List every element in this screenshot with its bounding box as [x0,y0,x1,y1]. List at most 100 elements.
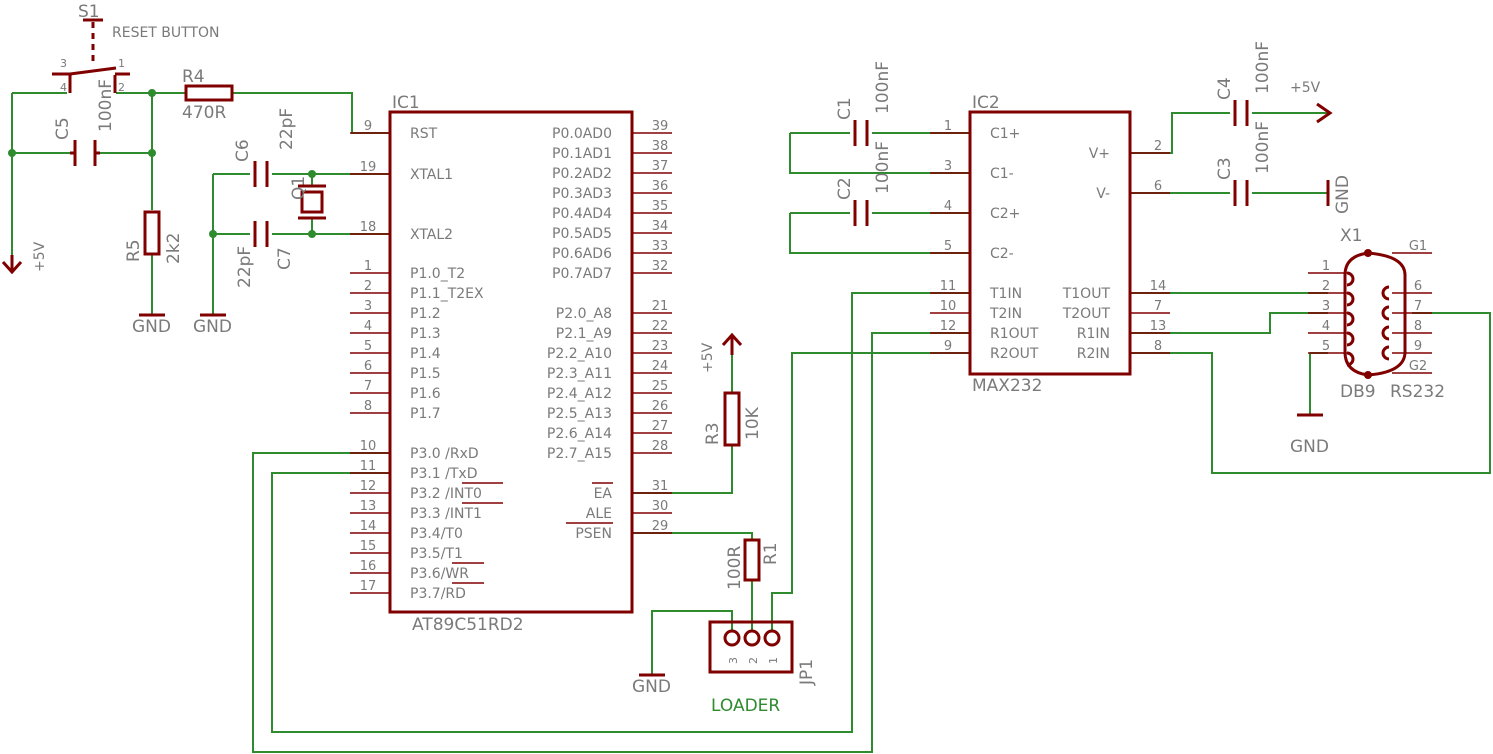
db9-pin-number: 6 [1414,279,1422,294]
ic1-pin-number: 25 [652,379,669,394]
ic1-pin-number: 16 [360,559,377,574]
ic1-pin-name: P1.4 [410,346,441,362]
r4-ref: R4 [182,67,205,87]
ic1-pin-name: P0.4AD4 [552,206,612,222]
ic1-pin-number: 30 [652,499,669,514]
s1-pin-2: 2 [118,81,125,94]
ic2-pin-number: 14 [1150,279,1167,294]
ic2-pin-name: R1IN [1077,326,1110,342]
ic2-pin-name: R1OUT [990,326,1039,342]
ic2-pin-number: 6 [1154,179,1162,194]
gnd-xtal: GND [193,317,232,337]
ic1-pin-number: 5 [364,339,372,354]
c2-ref: C2 [835,177,855,200]
c1-value: 100nF [873,61,893,114]
capacitor-c1: C1 100nF [835,61,893,146]
ic1-pin-number: 6 [364,359,372,374]
ic2-pin-name: C1+ [990,126,1020,142]
capacitor-c5: C5 100nF [53,79,116,166]
ic2-pin-number: 2 [1154,139,1162,154]
ic2-pin-name: V- [1096,186,1110,202]
s1-pin-4: 4 [60,81,67,94]
crystal-q1: Q1 [289,176,326,220]
ic1-pin-number: 3 [364,299,372,314]
c2-value: 100nF [873,141,893,194]
ic1-pin-name: EA [594,486,613,502]
ic2-pin-number: 1 [944,119,952,134]
gnd-db9: GND [1290,437,1329,457]
ic1-pin-name: P0.6AD6 [552,246,612,262]
ic1-pin-number: 31 [652,479,669,494]
ic2-pin-name: T1IN [989,286,1022,302]
ic1-pin-number: 1 [364,259,372,274]
ic1-pin-name: P1.7 [410,406,441,422]
ic1-pin-name: P2.6_A14 [547,426,612,442]
c3-ref: C3 [1215,157,1235,180]
ic1-pin-name: P2.0_A8 [556,306,612,322]
r3-value: 10K [743,406,763,440]
gnd-jumper: GND [632,677,671,697]
s1-name: RESET BUTTON [112,25,220,41]
ic1-pin-number: 11 [360,459,377,474]
ic2-pin-name: C1- [990,166,1014,182]
capacitor-c3: C3 100nF [1215,121,1273,206]
ic1-pin-name: P1.3 [410,326,441,342]
ic2-pin-number: 3 [944,159,952,174]
ic1-pin-name: P3.4/T0 [410,526,463,542]
x1-name: RS232 [1390,382,1445,402]
ic1-pin-number: 17 [360,579,377,594]
jumper-jp1: 3 2 1 JP1 LOADER [708,620,817,716]
ic1-pin-number: 23 [652,339,669,354]
jp1-ref: JP1 [797,659,817,686]
db9-pin-number: G2 [1409,359,1427,374]
vcc-ea: +5V [700,342,716,373]
ic1-pin-number: 13 [360,499,377,514]
s1-ref: S1 [78,2,100,22]
ic1-pin-number: 27 [652,419,669,434]
ic1-pin-name: P0.7AD7 [552,266,612,282]
db9-pin-number: 4 [1322,319,1330,334]
ic1-pin-name: P2.5_A13 [547,406,612,422]
db9-pin-number: 9 [1414,339,1422,354]
q1-ref: Q1 [289,176,309,200]
ic1-pin-number: 4 [364,319,372,334]
ic2-part: MAX232 [972,376,1042,396]
ic2-pin-number: 8 [1154,339,1162,354]
ic1-pin-number: 12 [360,479,377,494]
ic1-pin-name: XTAL1 [410,167,453,183]
ic1-pin-name: P1.0_T2 [410,266,465,282]
ic1-pin-name: P3.6/WR [410,566,469,582]
capacitor-c2: C2 100nF [835,141,893,226]
ic1-pin-number: 29 [652,519,669,534]
ic1-pin-number: 35 [652,199,669,214]
resistor-r3: R3 10K [703,391,763,447]
power-symbols: +5V GND GND +5V GND +5V GND GND [1,80,1353,697]
ic1-pin-number: 28 [652,439,669,454]
c4-ref: C4 [1215,77,1235,100]
ic1-pin-name: P3.5/T1 [410,546,463,562]
db9-pin-number: 5 [1322,339,1330,354]
c5-value: 100nF [96,79,116,132]
ic1-pin-number: 38 [652,139,669,154]
jp1-pin-2: 2 [747,657,760,664]
r3-ref: R3 [703,422,723,445]
ic2-pin-number: 5 [944,239,952,254]
ic1-pin-number: 8 [364,399,372,414]
ic1-pin-name: P3.1 /TxD [410,466,478,482]
gnd-max232: GND [1333,175,1353,214]
ic1-pin-number: 7 [364,379,372,394]
ic2-pin-name: C2- [990,246,1014,262]
ic1-pin-name: P3.2 /INT0 [410,486,482,502]
ic1-pin-name: P0.0AD0 [552,126,612,142]
ic2-pin-number: 12 [940,319,957,334]
ic1-pin-number: 2 [364,279,372,294]
ic2-pin-number: 7 [1154,299,1162,314]
ic1-pin-name: P0.3AD3 [552,186,612,202]
ic2-pin-name: C2+ [990,206,1020,222]
ic1-pin-name: P2.1_A9 [556,326,612,342]
c6-value: 22pF [277,108,297,150]
ic1-pin-name: P2.2_A10 [547,346,612,362]
db9-pin-number: G1 [1409,239,1427,254]
